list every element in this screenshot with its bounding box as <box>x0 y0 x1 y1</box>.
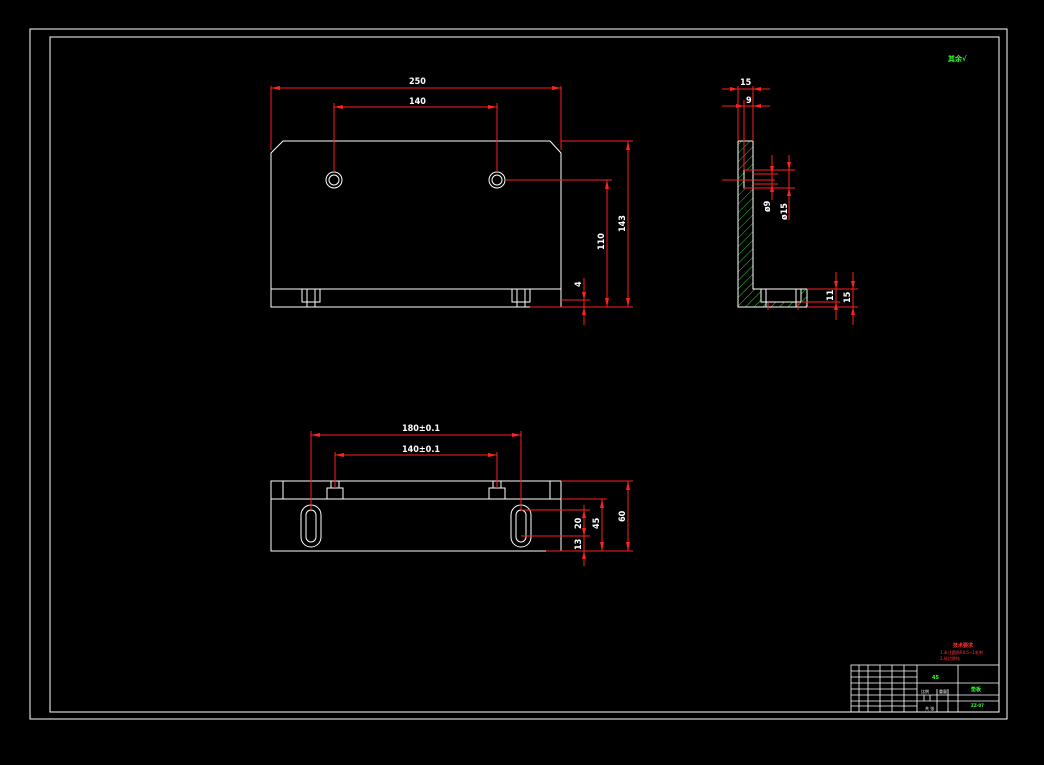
outer-frame <box>29 28 1008 720</box>
inner-frame <box>49 36 1000 713</box>
front-view-outline <box>270 140 562 308</box>
top-slot-left-outer <box>300 504 322 548</box>
front-view: 250 140 143 110 4 <box>270 77 633 325</box>
title-block-sheet: 共 张 <box>925 705 934 711</box>
dim-slot-inner-spacing: 140±0.1 <box>402 445 440 455</box>
tech-req-title: 技术要求 <box>953 642 974 649</box>
front-pin-left-inner <box>306 288 316 308</box>
dim-overall-width: 250 <box>409 77 426 87</box>
dim-slot-length: 20 <box>574 517 584 529</box>
dim-overall-depth: 60 <box>618 510 628 522</box>
top-slot-right-inner <box>515 509 527 543</box>
dim-side-depth: 9 <box>746 96 752 106</box>
dim-base-step: 4 <box>574 281 584 287</box>
roughness-note: 其余√ <box>948 54 967 63</box>
dim-overall-height: 143 <box>618 215 628 232</box>
dim-inner-depth: 45 <box>592 517 602 529</box>
tech-req-line2: 2.锐边倒钝 <box>940 655 960 661</box>
front-hole-left-inner <box>328 174 340 186</box>
top-slot-left-inner <box>305 509 317 543</box>
dim-slot-offset: 13 <box>574 539 584 550</box>
dim-foot-outer: 15 <box>843 291 853 303</box>
title-block <box>850 664 1000 713</box>
front-hole-right-inner <box>491 174 503 186</box>
top-view: 180±0.1 140±0.1 60 45 20 13 <box>270 424 633 566</box>
front-pin-right <box>511 288 531 303</box>
dim-slot-outer-spacing: 180±0.1 <box>402 424 440 434</box>
top-slot-right-outer <box>510 504 532 548</box>
title-block-weight: 重量 <box>939 688 947 694</box>
front-hole-left-outer <box>325 171 343 189</box>
top-pin-left <box>326 487 344 500</box>
side-foot-slot <box>760 288 802 303</box>
top-pin-right <box>488 487 506 500</box>
front-pin-left <box>301 288 321 303</box>
side-view: 15 9 ø9 ø15 11 15 <box>722 78 858 325</box>
tech-requirements: 技术要求 1.未注圆角R0.5~1毛刺 2.锐边倒钝 <box>940 642 983 661</box>
side-foot-slot-inner <box>765 288 797 308</box>
dim-bore-small: ø9 <box>763 200 773 212</box>
dim-foot-inner: 11 <box>826 289 836 301</box>
side-bore <box>743 169 754 189</box>
title-block-scale: 比例 <box>921 688 929 694</box>
dim-bore-large: ø15 <box>780 203 790 220</box>
front-pin-right-inner <box>516 288 526 308</box>
dim-hole-height: 110 <box>597 233 607 250</box>
dim-side-width: 15 <box>740 78 752 88</box>
front-hole-right-outer <box>488 171 506 189</box>
title-block-material: 45 <box>932 675 939 681</box>
dim-hole-spacing: 140 <box>409 97 426 107</box>
top-view-outline <box>270 480 562 552</box>
tech-req-line1: 1.未注圆角R0.5~1毛刺 <box>940 649 983 655</box>
title-block-part-name: 垫板 <box>971 686 982 693</box>
title-block-drawing-no: ZZ-07 <box>971 703 984 708</box>
